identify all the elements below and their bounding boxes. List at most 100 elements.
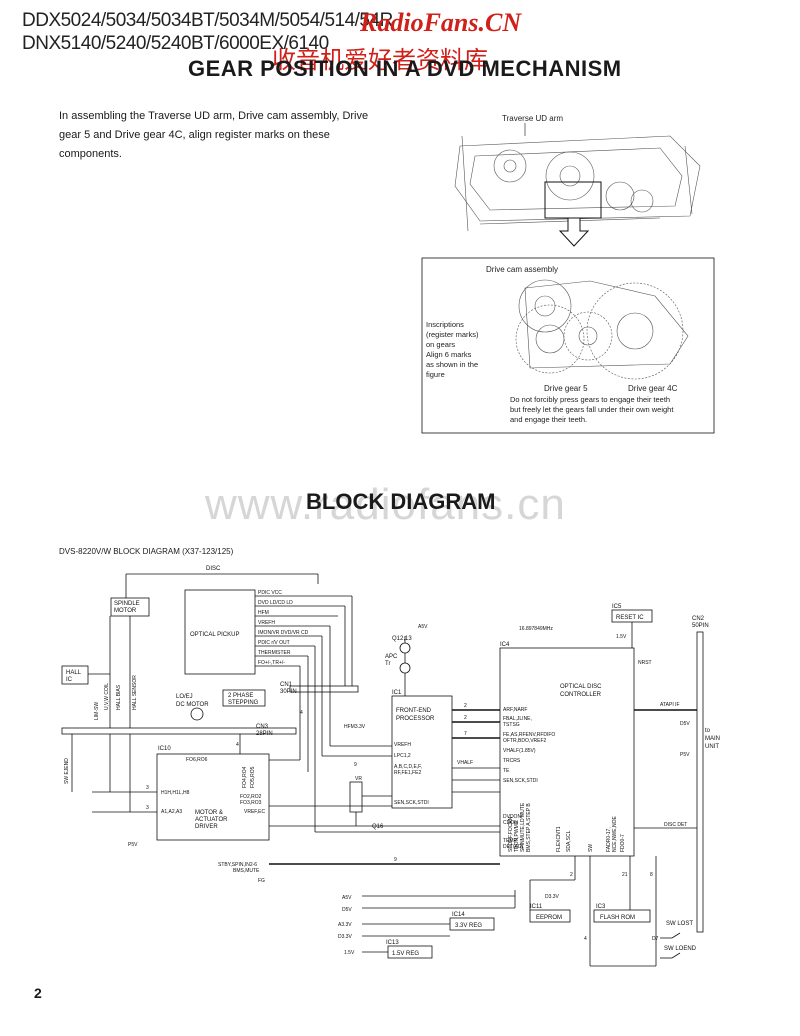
svg-text:Align 6 marks: Align 6 marks: [426, 350, 472, 359]
svg-text:30PIN: 30PIN: [280, 689, 297, 695]
svg-text:NCE,NWE,NOE: NCE,NWE,NOE: [612, 816, 618, 853]
svg-text:FO5,RO5: FO5,RO5: [250, 766, 256, 788]
svg-text:SFORF,FOCEN: SFORF,FOCEN: [508, 816, 514, 852]
caution-text: Do not forcibly press gears to engage th…: [510, 395, 674, 424]
svg-text:SW LOST: SW LOST: [666, 921, 693, 927]
svg-text:DVD LD/CD LD: DVD LD/CD LD: [258, 600, 293, 606]
svg-text:DISC: DISC: [206, 566, 221, 572]
svg-text:LPC1,2: LPC1,2: [394, 753, 411, 759]
svg-text:FG: FG: [258, 878, 265, 884]
svg-text:OFTR,BDO,VREF2: OFTR,BDO,VREF2: [503, 738, 547, 744]
svg-text:A5V: A5V: [342, 895, 352, 901]
svg-text:50PIN: 50PIN: [692, 623, 709, 629]
svg-text:VREFH: VREFH: [394, 742, 411, 748]
svg-text:CN3: CN3: [256, 724, 269, 730]
drive-gear-5-label: Drive gear 5: [544, 384, 588, 393]
svg-text:(register marks): (register marks): [426, 330, 479, 339]
svg-text:HALL BIAS: HALL BIAS: [116, 684, 122, 710]
svg-text:D3.3V: D3.3V: [338, 934, 353, 940]
svg-text:2: 2: [464, 703, 467, 709]
svg-text:TRON,PWMS: TRON,PWMS: [514, 820, 520, 852]
svg-text:A1,A2,A3: A1,A2,A3: [161, 809, 182, 815]
model-list-line-1: DDX5024/5034/5034BT/5034M/5054/514/54R: [22, 10, 393, 31]
svg-text:but freely let the gears fall: but freely let the gears fall under thei…: [510, 405, 674, 414]
svg-text:PDIC VCC: PDIC VCC: [258, 590, 282, 596]
svg-text:MAIN: MAIN: [705, 736, 720, 742]
svg-text:D5V: D5V: [680, 721, 690, 727]
svg-text:CDON: CDON: [503, 820, 518, 826]
svg-text:FO3,RO3: FO3,RO3: [240, 800, 262, 806]
gear-drawing: [515, 279, 689, 380]
block-diagram-subtitle: DVS-8220V/W BLOCK DIAGRAM (X37-123/125): [59, 547, 234, 556]
svg-text:HALL SENSOR: HALL SENSOR: [132, 675, 138, 710]
svg-text:IC11: IC11: [530, 904, 543, 910]
svg-text:TSTSG: TSTSG: [503, 722, 520, 728]
svg-text:DISC DET: DISC DET: [664, 822, 687, 828]
svg-text:TRCRS: TRCRS: [503, 758, 521, 764]
svg-text:3: 3: [146, 785, 149, 791]
svg-text:SEN,SCK,STDI: SEN,SCK,STDI: [394, 800, 429, 806]
svg-text:VR: VR: [355, 776, 362, 782]
svg-text:U,V,W COIL: U,V,W COIL: [104, 683, 110, 710]
svg-text:3: 3: [146, 805, 149, 811]
svg-text:A3.3V: A3.3V: [338, 922, 352, 928]
svg-text:HALL: HALL: [66, 670, 82, 676]
section-title-gear-position: GEAR POSITION IN A DVD MECHANISM: [188, 56, 622, 81]
svg-text:SW EJEND: SW EJEND: [64, 758, 70, 784]
svg-text:7: 7: [464, 731, 467, 737]
section-title-block-diagram: BLOCK DIAGRAM: [306, 489, 496, 514]
svg-text:SEN,SCK,STDI: SEN,SCK,STDI: [503, 778, 538, 784]
svg-text:ARF,NARF: ARF,NARF: [503, 707, 527, 713]
svg-text:A,B,C,D,E,F,: A,B,C,D,E,F,: [394, 764, 422, 770]
svg-text:21: 21: [622, 872, 628, 878]
svg-text:RF,FE1,FE2: RF,FE1,FE2: [394, 770, 421, 776]
svg-text:SDA,SCL: SDA,SCL: [566, 830, 572, 852]
svg-text:P5V: P5V: [128, 842, 138, 848]
svg-text:IC1: IC1: [392, 690, 402, 696]
svg-text:VHALF: VHALF: [457, 760, 473, 766]
svg-text:FE,AS,RFENV,RFDIFO: FE,AS,RFENV,RFDIFO: [503, 732, 555, 738]
svg-text:NRST: NRST: [638, 660, 652, 666]
svg-text:DET(AD): DET(AD): [503, 844, 524, 850]
svg-text:D7: D7: [652, 936, 659, 942]
svg-text:1.5V: 1.5V: [616, 634, 627, 640]
svg-text:8: 8: [650, 872, 653, 878]
svg-text:IC14: IC14: [452, 912, 465, 918]
svg-text:IC10: IC10: [158, 746, 171, 752]
svg-text:BMS,MUTE: BMS,MUTE: [233, 868, 260, 874]
traverse-label: Traverse UD arm: [502, 114, 563, 123]
svg-text:16.897849MHz: 16.897849MHz: [519, 626, 553, 632]
svg-text:SPINDLE: SPINDLE: [114, 601, 140, 607]
svg-text:Tr: Tr: [385, 661, 390, 667]
svg-text:APC: APC: [385, 654, 398, 660]
svg-text:FO2,RO2: FO2,RO2: [240, 794, 262, 800]
intro-paragraph: In assembling the Traverse UD arm, Drive…: [59, 110, 369, 160]
svg-text:LIM-SW: LIM-SW: [94, 702, 100, 720]
svg-text:RESET IC: RESET IC: [616, 615, 644, 621]
svg-text:1.5V: 1.5V: [344, 950, 355, 956]
svg-text:D3.3V: D3.3V: [545, 894, 560, 900]
svg-text:LO/EJ: LO/EJ: [176, 694, 193, 700]
svg-text:DVDON/: DVDON/: [503, 814, 523, 820]
svg-text:VREFH: VREFH: [258, 620, 275, 626]
svg-text:2: 2: [570, 872, 573, 878]
diagram-labels: DISC SPINDLE MOTOR OPTICAL PICKUP PDIC V…: [66, 566, 720, 957]
svg-text:D5V: D5V: [342, 907, 352, 913]
drive-cam-label: Drive cam assembly: [486, 265, 558, 274]
svg-text:IC13: IC13: [386, 940, 399, 946]
svg-text:SPINMUTE,LD MUTE: SPINMUTE,LD MUTE: [520, 802, 526, 852]
svg-text:DC MOTOR: DC MOTOR: [176, 702, 209, 708]
svg-text:UNIT: UNIT: [705, 744, 719, 750]
svg-text:CN2: CN2: [692, 616, 705, 622]
drive-gear-4c-label: Drive gear 4C: [628, 384, 678, 393]
svg-text:FO4,RO4: FO4,RO4: [242, 766, 248, 788]
page-number: 2: [34, 985, 42, 1001]
svg-text:Inscriptions: Inscriptions: [426, 320, 464, 329]
model-list-line-2: DNX5140/5240/5240BT/6000EX/6140: [22, 33, 329, 54]
svg-text:EEPROM: EEPROM: [536, 915, 562, 921]
svg-text:IMON/VR DVD/VR CD: IMON/VR DVD/VR CD: [258, 630, 309, 636]
svg-text:BMS,STEP A,STEP B: BMS,STEP A,STEP B: [526, 803, 532, 852]
inscriptions-text: Inscriptions (register marks) on gears A…: [426, 320, 479, 379]
svg-text:OPTICAL DISC: OPTICAL DISC: [560, 684, 602, 690]
svg-text:Do not forcibly press gears to: Do not forcibly press gears to engage th…: [510, 395, 670, 404]
